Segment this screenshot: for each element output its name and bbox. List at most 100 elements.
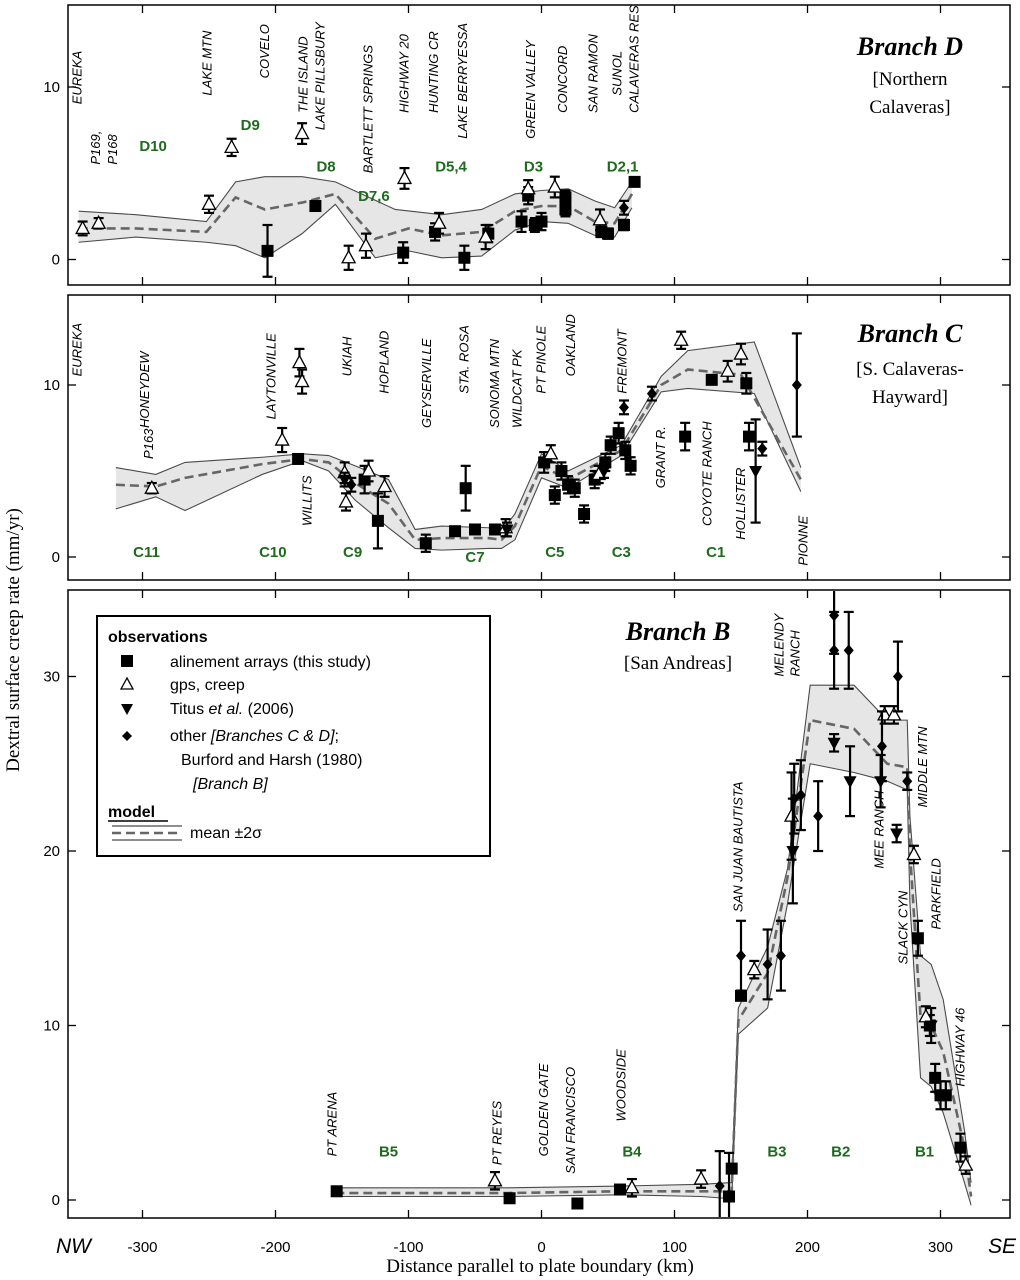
location-label: EUREKA <box>69 51 84 104</box>
y-tick-label: 10 <box>43 377 60 394</box>
other-observation-marker <box>813 810 824 823</box>
model-upper-2sigma <box>335 684 972 1189</box>
gps-creep-marker <box>294 373 310 388</box>
alinement-array-marker <box>559 191 572 204</box>
gps-creep-marker <box>543 445 559 460</box>
gps-creep-marker <box>746 961 762 976</box>
location-label: UKIAH <box>339 336 354 376</box>
alinement-array-marker <box>555 465 568 477</box>
segment-label: B2 <box>831 1143 850 1160</box>
x-tick-label: 100 <box>662 1239 687 1256</box>
gps-creep-marker <box>733 345 749 360</box>
segment-label: B1 <box>915 1143 934 1160</box>
segment-label: D8 <box>316 159 335 176</box>
panel-frame <box>67 589 1011 1219</box>
legend-other-marker <box>122 731 132 741</box>
alinement-array-marker <box>548 489 561 502</box>
model-lower-2sigma <box>335 763 972 1206</box>
panel-frame <box>67 294 1011 581</box>
alinement-array-marker <box>292 452 305 465</box>
model-mean <box>78 192 634 241</box>
location-label: LAYTONVILLE <box>264 333 279 420</box>
gps-creep-marker <box>75 220 91 235</box>
location-label: HIGHWAY 20 <box>397 33 412 113</box>
segment-label: B5 <box>379 1143 398 1160</box>
alinement-array-marker <box>330 1185 343 1198</box>
other-observation-marker <box>618 201 629 214</box>
segment-label: D7,6 <box>358 188 390 205</box>
x-tick-label: -200 <box>260 1239 290 1256</box>
location-label: WOODSIDE <box>613 1049 628 1122</box>
location-label: LAKE PILLSBURY <box>313 21 328 130</box>
segment-label: C9 <box>343 544 362 561</box>
x-tick-label: -300 <box>127 1239 157 1256</box>
gps-creep-marker <box>886 706 902 721</box>
gps-creep-marker <box>376 478 393 493</box>
gps-creep-marker <box>201 195 217 210</box>
alinement-array-marker <box>604 439 617 452</box>
legend-titus-marker <box>121 704 133 715</box>
alinement-array-marker <box>911 932 924 945</box>
x-axis-label: Distance parallel to plate boundary (km) <box>386 1256 694 1277</box>
location-label: LAKE MTN <box>200 30 215 96</box>
alinement-array-marker <box>371 514 384 527</box>
plot-area <box>75 122 641 278</box>
gps-creep-marker <box>291 354 308 369</box>
location-label: STA. ROSA <box>456 325 471 393</box>
segment-label: D9 <box>241 117 260 134</box>
alinement-array-marker <box>419 537 432 550</box>
other-observation-marker <box>618 401 629 414</box>
location-label: LAKE BERRYESSA <box>455 23 470 139</box>
alinement-array-marker <box>309 200 322 213</box>
alinement-array-marker <box>559 203 572 216</box>
alinement-array-marker <box>740 377 753 390</box>
other-observation-marker <box>736 949 746 962</box>
location-label: PT ARENA <box>325 1092 340 1157</box>
alinement-array-marker <box>624 459 637 472</box>
gps-creep-marker <box>673 331 689 346</box>
titus-marker <box>786 846 800 858</box>
y-tick-label: 0 <box>52 549 60 566</box>
gps-creep-marker <box>906 846 922 861</box>
location-label: HIGHWAY 46 <box>952 1007 967 1087</box>
legend-model-label: mean ±2σ <box>190 825 262 842</box>
segment-label: C1 <box>706 544 725 561</box>
alinement-array-marker <box>612 427 625 440</box>
panel-frame <box>67 4 1011 286</box>
legend-model-title: model <box>108 804 155 821</box>
alinement-array-marker <box>679 430 692 443</box>
alinement-array-marker <box>261 244 274 257</box>
titus-marker <box>890 828 904 841</box>
gps-creep-marker <box>91 214 107 229</box>
location-label: MELENDY <box>772 612 787 676</box>
other-observation-marker <box>795 789 806 802</box>
other-observation-marker <box>646 387 657 400</box>
panel-branch-c: 010EUREKAHONEYDEWP163LAYTONVILLEWILLITSU… <box>43 294 1011 581</box>
x-tick-label: 300 <box>928 1239 953 1256</box>
plot-area <box>115 330 802 553</box>
location-label: P163 <box>141 428 156 459</box>
alinement-array-marker <box>742 430 755 443</box>
location-label: HOPLAND <box>377 331 392 394</box>
titus-marker <box>843 776 857 789</box>
gps-creep-marker <box>341 249 357 264</box>
alinement-array-marker <box>488 523 501 536</box>
location-label: COYOTE RANCH <box>700 421 715 526</box>
x-tick-label: 0 <box>537 1239 545 1256</box>
y-tick-label: 10 <box>43 79 60 96</box>
gps-creep-marker <box>520 180 536 195</box>
gps-creep-marker <box>487 1172 503 1187</box>
se-direction-label: SE <box>988 1235 1017 1258</box>
location-label: PT PINOLE <box>533 325 548 393</box>
location-label: SAN FRANCISCO <box>563 1067 578 1174</box>
other-observation-marker <box>829 644 840 657</box>
gps-creep-marker <box>624 1179 640 1194</box>
titus-marker <box>924 1020 938 1033</box>
titus-marker <box>827 737 841 750</box>
location-label: PIONNE <box>796 515 811 565</box>
location-label: WILLITS <box>299 475 314 526</box>
segment-label: C3 <box>612 544 631 561</box>
legend-alinement-marker <box>121 655 133 667</box>
alinement-array-marker <box>954 1141 967 1154</box>
